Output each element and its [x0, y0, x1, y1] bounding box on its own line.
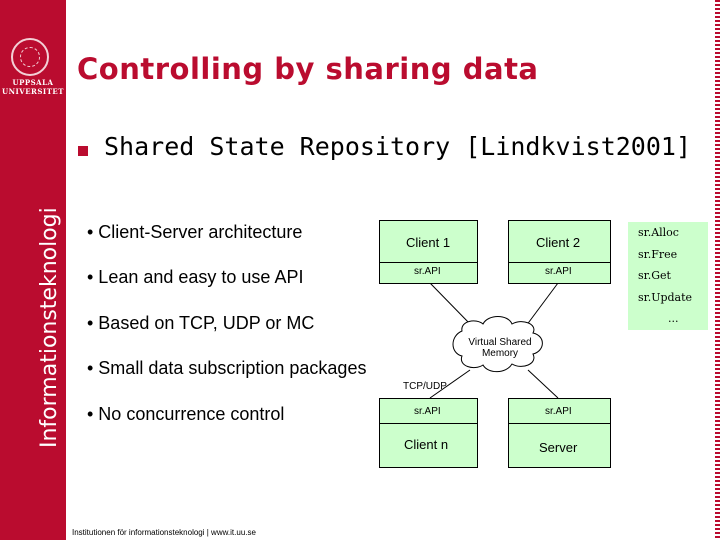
cloud-label-line-1: Virtual Shared [468, 337, 532, 348]
sidebar: UPPSALA UNIVERSITET Informationsteknolog… [0, 0, 66, 540]
logo-line-1: UPPSALA [12, 78, 54, 87]
right-dotted-border [715, 0, 720, 540]
bullet-square-icon [78, 146, 88, 156]
sub-bullet-4: • Small data subscription packages [87, 358, 367, 378]
slide-title: Controlling by sharing data [77, 52, 539, 86]
client-1-api-label: sr.API [414, 266, 441, 277]
sub-bullet-2: • Lean and easy to use API [87, 267, 304, 287]
network-label: TCP/UDP [403, 381, 447, 392]
client-n-api-box [379, 398, 478, 424]
api-function-update: sr.Update [638, 291, 693, 304]
cloud-shape [452, 316, 543, 373]
cloud-label-line-2: Memory [481, 348, 519, 359]
sub-bullet-5: • No concurrence control [87, 404, 285, 424]
api-function-alloc: sr.Alloc [638, 226, 679, 239]
client-n-api-label: sr.API [414, 406, 441, 417]
sub-bullet-3: • Based on TCP, UDP or MC [87, 313, 315, 333]
server-label: Server [539, 440, 578, 455]
sub-bullet-1: • Client-Server architecture [87, 222, 303, 242]
client-2-api-box [508, 262, 611, 284]
api-function-get: sr.Get [638, 269, 671, 282]
client-2-label: Client 2 [536, 235, 581, 250]
university-seal-icon [11, 38, 49, 76]
api-function-free: sr.Free [638, 248, 678, 261]
api-function-ellipsis: ... [668, 312, 679, 325]
logo-line-2: UNIVERSITET [2, 87, 64, 96]
client-2-api-label: sr.API [545, 266, 572, 277]
client-1-api-box [379, 262, 478, 284]
server-api-label: sr.API [545, 406, 572, 417]
server-api-box [508, 398, 611, 424]
main-bullet-text: Shared State Repository [Lindkvist2001] [104, 132, 691, 161]
client-1-label: Client 1 [406, 235, 451, 250]
api-functions-box [628, 222, 708, 330]
footer-text: Institutionen för informationsteknologi … [72, 528, 256, 537]
client-n-label: Client n [404, 437, 449, 452]
